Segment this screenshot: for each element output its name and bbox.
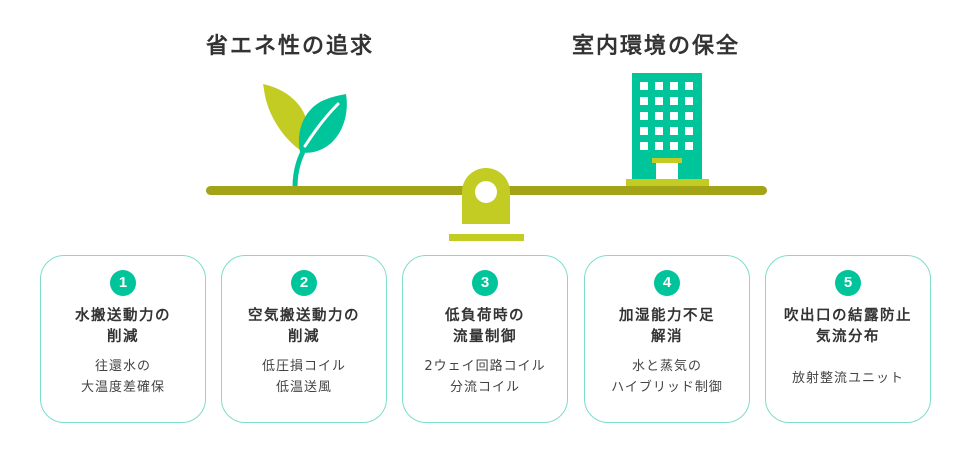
card-description: 往還水の 大温度差確保 — [80, 359, 165, 395]
number-badge: 5 — [835, 270, 861, 296]
card-4: 4 加湿能力不足 解消 水と蒸気の ハイブリッド制御 — [584, 255, 750, 423]
building-window — [685, 112, 693, 120]
card-5: 5 吹出口の結露防止 気流分布 放射整流ユニット — [765, 255, 931, 423]
building-window — [640, 127, 648, 135]
building-window — [670, 127, 678, 135]
building-window — [655, 127, 663, 135]
number-badge: 2 — [291, 270, 317, 296]
card-2: 2 空気搬送動力の 削減 低圧損コイル 低温送風 — [221, 255, 387, 423]
building-window — [655, 142, 663, 150]
card-title: 水搬送動力の 削減 — [75, 308, 171, 345]
building-window — [670, 97, 678, 105]
card-description: 2ウェイ回路コイル 分流コイル — [424, 359, 546, 395]
building-window — [670, 82, 678, 90]
card-description: 放射整流ユニット — [791, 371, 904, 386]
sprout-icon — [263, 84, 347, 190]
building-icon — [626, 73, 709, 186]
balance-scene — [206, 73, 767, 241]
building-window — [670, 142, 678, 150]
building-window — [655, 112, 663, 120]
card-1: 1 水搬送動力の 削減 往還水の 大温度差確保 — [40, 255, 206, 423]
card-title: 吹出口の結露防止 気流分布 — [784, 308, 912, 345]
number-badge: 1 — [110, 270, 136, 296]
building-window — [685, 127, 693, 135]
building-window — [655, 82, 663, 90]
card-3: 3 低負荷時の 流量制御 2ウェイ回路コイル 分流コイル — [402, 255, 568, 423]
building-window — [640, 112, 648, 120]
seesaw-icon — [449, 168, 524, 241]
card-description: 低圧損コイル 低温送風 — [261, 359, 346, 395]
building-window — [655, 97, 663, 105]
building-window — [670, 112, 678, 120]
building-window — [685, 97, 693, 105]
card-description: 水と蒸気の ハイブリッド制御 — [611, 359, 723, 395]
building-window — [640, 97, 648, 105]
card-title: 空気搬送動力の 削減 — [248, 308, 360, 345]
building-window — [685, 82, 693, 90]
indoor-environment-heading: 室内環境の保全 — [572, 34, 741, 59]
number-badge: 3 — [472, 270, 498, 296]
building-window — [685, 142, 693, 150]
building-window — [640, 142, 648, 150]
card-title: 加湿能力不足 解消 — [619, 308, 715, 345]
number-badge: 4 — [654, 270, 680, 296]
energy-saving-heading: 省エネ性の追求 — [206, 34, 375, 59]
building-window — [640, 82, 648, 90]
card-title: 低負荷時の 流量制御 — [445, 308, 525, 345]
